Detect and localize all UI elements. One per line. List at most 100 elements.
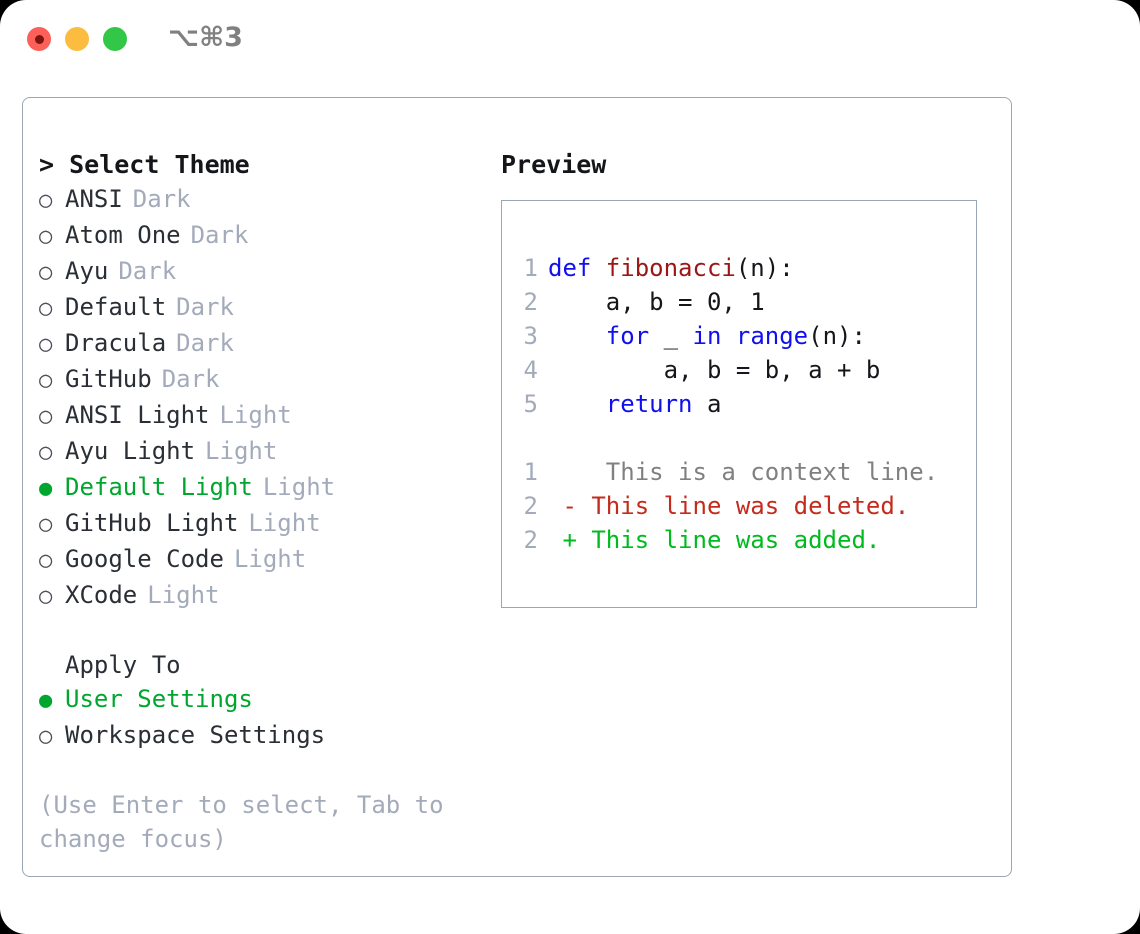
- code-line: 2 a, b = 0, 1: [516, 285, 976, 319]
- apply-to-option-workspace-settings[interactable]: ○ Workspace Settings: [39, 718, 499, 754]
- theme-option-label: GitHub Light: [65, 509, 239, 537]
- code-token: (n):: [808, 322, 866, 350]
- theme-option-github[interactable]: ○ GitHub Dark: [39, 362, 499, 398]
- theme-option-label: XCode: [65, 581, 138, 609]
- theme-option-github-light[interactable]: ○ GitHub Light Light: [39, 506, 499, 542]
- apply-to-title: Apply To: [65, 651, 181, 679]
- code-token: a, b = b, a + b: [548, 356, 881, 384]
- code-token: a: [692, 390, 722, 418]
- radio-unselected-icon: ○: [39, 548, 53, 573]
- radio-unselected-icon: ○: [39, 512, 53, 537]
- code-diff-spacer: [516, 421, 976, 455]
- theme-option-tag: Dark: [176, 329, 234, 357]
- theme-option-tag: Light: [233, 545, 307, 573]
- apply-to-list: ● User Settings ○ Workspace Settings: [39, 682, 499, 754]
- code-token: [548, 322, 606, 350]
- radio-unselected-icon: ○: [39, 188, 53, 213]
- maximize-button-icon[interactable]: [103, 27, 127, 51]
- radio-unselected-icon: ○: [39, 296, 53, 321]
- radio-unselected-icon: ○: [39, 584, 53, 609]
- code-token: return: [605, 390, 693, 418]
- code-token: in: [692, 322, 722, 350]
- diff-line: 2 + This line was added.: [516, 523, 976, 557]
- theme-option-label: Atom One: [65, 221, 181, 249]
- diff-text: This is a context line.: [576, 458, 939, 486]
- theme-option-tag: Light: [248, 509, 321, 537]
- theme-option-tag: Light: [205, 437, 278, 465]
- theme-option-atom-one[interactable]: ○ Atom One Dark: [39, 218, 499, 254]
- theme-option-tag: Light: [147, 581, 220, 609]
- code-token: [721, 322, 735, 350]
- line-number: 5: [523, 390, 538, 418]
- theme-option-tag: Dark: [161, 365, 220, 393]
- window-controls: [27, 27, 127, 51]
- diff-marker: +: [548, 526, 577, 554]
- title-bar: ⌥⌘3: [0, 0, 1140, 78]
- theme-option-label: Google Code: [65, 545, 224, 573]
- theme-option-label: Dracula: [65, 329, 167, 357]
- theme-option-label: Ayu Light: [65, 437, 196, 465]
- code-line: 5 return a: [516, 387, 976, 421]
- apply-to-option-user-settings[interactable]: ● User Settings: [39, 682, 499, 718]
- theme-option-tag: Dark: [176, 293, 234, 321]
- theme-option-label: GitHub: [65, 365, 152, 393]
- radio-unselected-icon: ○: [39, 260, 53, 285]
- close-button-icon[interactable]: [27, 27, 51, 51]
- line-number: 3: [523, 322, 538, 350]
- code-token: range: [735, 322, 809, 350]
- theme-option-label: Default: [65, 293, 167, 321]
- keyboard-hint-text: (Use Enter to select, Tab to change focu…: [39, 791, 459, 853]
- line-number: 2: [523, 492, 538, 520]
- theme-option-label: Ayu: [65, 257, 109, 285]
- radio-unselected-icon: ○: [39, 404, 53, 429]
- radio-unselected-icon: ○: [39, 368, 53, 393]
- code-token: _: [649, 322, 693, 350]
- code-token: (n):: [735, 254, 794, 282]
- line-number: 4: [523, 356, 538, 384]
- radio-unselected-icon: ○: [39, 224, 53, 249]
- radio-unselected-icon: ○: [39, 724, 53, 749]
- theme-option-xcode[interactable]: ○ XCode Light: [39, 578, 499, 614]
- radio-selected-icon: ●: [39, 688, 53, 713]
- line-number: 2: [523, 526, 538, 554]
- theme-option-tag: Dark: [132, 185, 191, 213]
- code-token: [548, 390, 606, 418]
- theme-option-label: ANSI: [65, 185, 123, 213]
- code-token: def: [548, 254, 606, 282]
- minimize-button-icon[interactable]: [65, 27, 89, 51]
- theme-option-default[interactable]: ○ Default Dark: [39, 290, 499, 326]
- diff-marker: [548, 458, 577, 486]
- code-token: for: [605, 322, 650, 350]
- diff-line: 2 - This line was deleted.: [516, 489, 976, 523]
- keyboard-shortcut-label: ⌥⌘3: [168, 22, 243, 53]
- theme-option-tag: Dark: [190, 221, 249, 249]
- line-number: 1: [523, 254, 538, 282]
- theme-option-tag: Light: [219, 401, 292, 429]
- code-token: fibonacci: [605, 254, 736, 282]
- theme-option-google-code[interactable]: ○ Google Code Light: [39, 542, 499, 578]
- diff-text: This line was added.: [576, 526, 881, 554]
- code-line: 1 def fibonacci(n):: [516, 251, 976, 285]
- preview-title: Preview: [501, 150, 607, 179]
- line-number: 1: [523, 458, 538, 486]
- close-inner-dot: [34, 34, 44, 44]
- apply-to-option-label: User Settings: [65, 685, 253, 713]
- diff-text: This line was deleted.: [576, 492, 910, 520]
- apply-to-option-label: Workspace Settings: [65, 721, 326, 749]
- code-line: 4 a, b = b, a + b: [516, 353, 976, 387]
- diff-marker: -: [548, 492, 577, 520]
- theme-option-ansi[interactable]: ○ ANSI Dark: [39, 182, 499, 218]
- radio-selected-icon: ●: [39, 476, 53, 501]
